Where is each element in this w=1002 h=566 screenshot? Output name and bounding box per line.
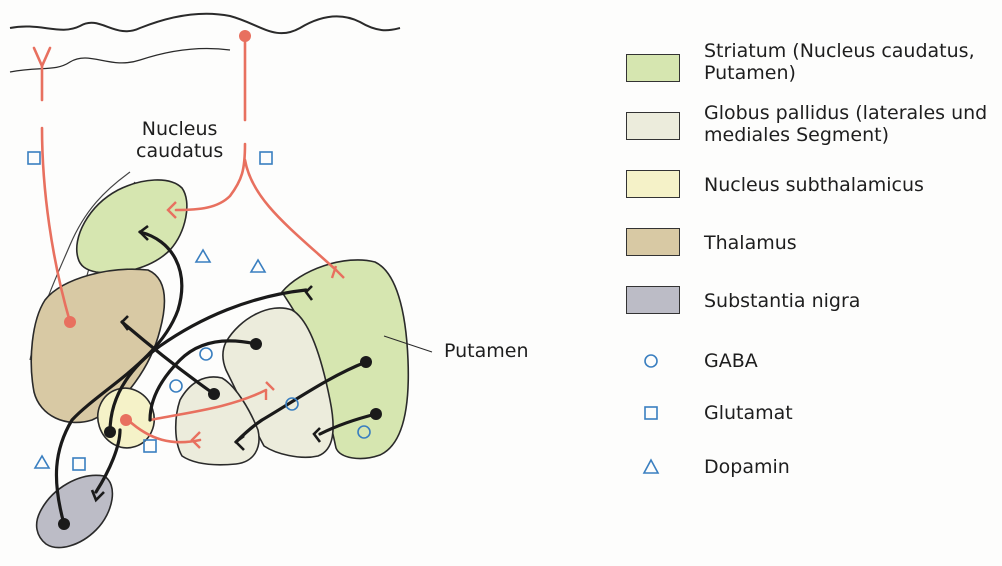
thalamus-neuron-soma [64,316,76,328]
glutamat-symbol [144,440,156,452]
cortex-outline [10,14,400,34]
substantia-nigra-swatch [626,286,680,314]
legend-label-glutamat: Glutamat [704,402,793,424]
legend: Striatum (Nucleus caudatus, Putamen) Glo… [620,40,1002,540]
dopamin-symbol [251,260,265,272]
thalamus-swatch [626,228,680,256]
gaba-symbol [170,380,182,392]
cortex-dendrite-left [34,48,50,66]
glutamat-symbol [73,458,85,470]
legend-label-nucleus-subthalamicus: Nucleus subthalamicus [704,174,924,196]
striatum-swatch [626,54,680,82]
legend-label-striatum: Striatum (Nucleus caudatus, Putamen) [704,40,975,84]
legend-label-globus-pallidus: Globus pallidus (laterales und mediales … [704,102,987,146]
nucleus-caudatus-label: Nucleus caudatus [136,118,223,162]
nucleus-subthalamicus-swatch [626,170,680,198]
circle-icon [642,352,660,370]
legend-label-thalamus: Thalamus [704,232,797,254]
legend-label-dopamin: Dopamin [704,456,790,478]
dopamin-symbol [196,250,210,262]
putamen-label: Putamen [444,340,529,362]
stn-neuron-soma [120,414,132,426]
triangle-icon [642,458,660,476]
glutamat-symbol [28,152,40,164]
globus-pallidus-swatch [626,112,680,140]
gaba-symbol [200,348,212,360]
legend-label-substantia-nigra: Substantia nigra [704,290,860,312]
legend-label-gaba: GABA [704,350,758,372]
cortex-putamen-axon [245,160,336,270]
nucleus-caudatus-region [77,180,187,273]
glutamat-symbol [260,152,272,164]
cortex-neuron-soma [239,30,251,42]
square-icon [642,404,660,422]
dopamin-symbol [35,456,49,468]
